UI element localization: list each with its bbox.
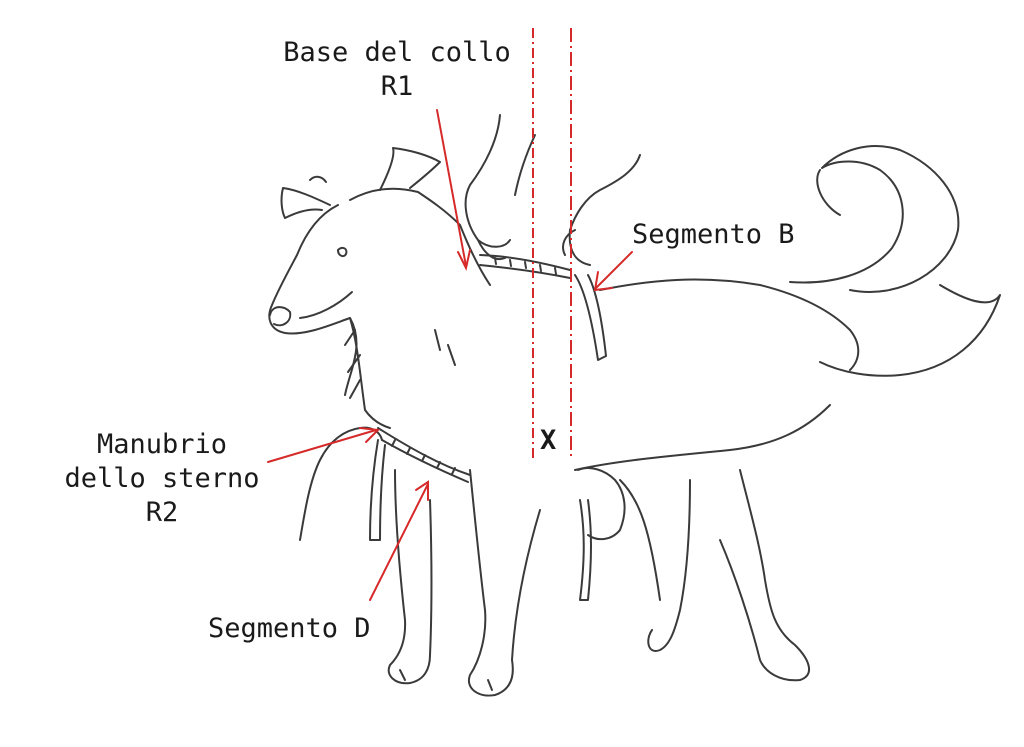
label-manubrio: Manubrio dello sterno R2 [52,428,272,530]
arrow-segmento-d [369,483,429,601]
dog-tail [789,145,1001,377]
label-base-collo-line1: Base del collo [283,37,511,68]
dog-chest-fur [349,187,491,429]
label-manubrio-line3: R2 [145,497,179,528]
label-manubrio-line2: dello sterno [64,463,260,494]
dog-ear-right [379,147,441,191]
dog-rear-leg [719,469,810,682]
dog-front-leg-left [387,469,433,685]
arrow-manubrio [267,429,377,463]
dog-back [599,278,860,371]
tape-measure-lower [579,499,592,601]
hand-top-right [562,154,641,266]
label-x-marker: X [540,425,557,456]
arrow-segmento-b [595,251,633,289]
dog-mouth [299,291,353,319]
dog-head-outline [268,204,358,396]
arrow-base-collo [436,109,467,267]
label-segmento-d: Segmento D [208,613,371,644]
dog-eye [337,246,348,258]
dog-front-leg-right [467,469,541,697]
label-manubrio-line1: Manubrio [96,429,228,460]
tape-measure-neck [479,254,607,361]
hand-chest-right [577,467,661,601]
hand-top-left [464,114,536,260]
label-base-collo-line2: R1 [380,71,414,102]
label-segmento-b: Segmento B [632,219,795,250]
label-base-collo: Base del collo R1 [270,36,524,104]
tape-measure-chest [369,427,471,541]
dog-nose [269,306,292,327]
dog-ear-left [280,187,331,219]
dog-belly [574,404,831,471]
